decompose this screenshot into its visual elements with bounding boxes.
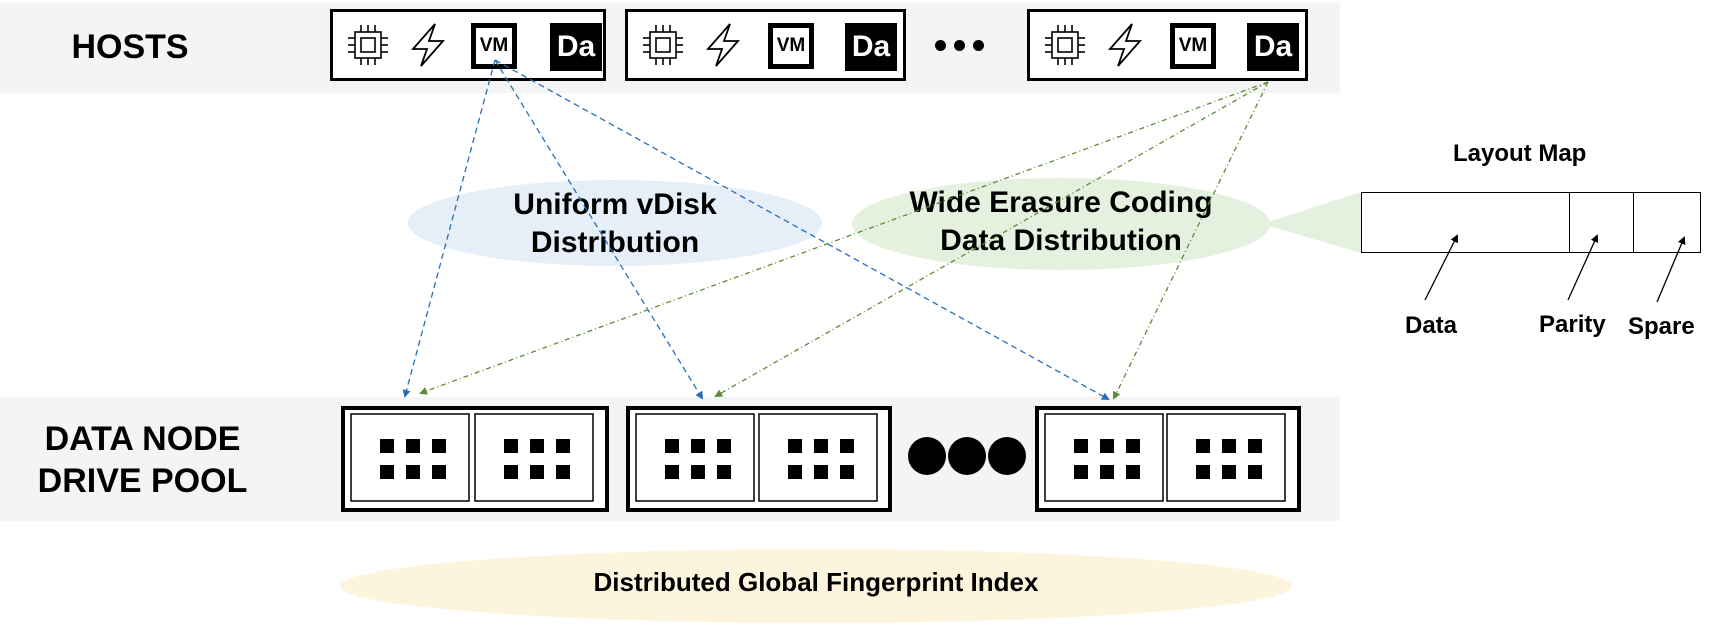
drive-block [1222, 465, 1236, 479]
drive-icon [1166, 413, 1286, 502]
drive-block [432, 465, 446, 479]
drive-block [717, 465, 731, 479]
drive-block [504, 465, 518, 479]
drive-block [691, 465, 705, 479]
fingerprint-index-label: Distributed Global Fingerprint Index [593, 567, 1039, 597]
drive-icon [350, 413, 470, 502]
data-icon: Da [1247, 23, 1299, 71]
uniform-vdisk-ellipse [408, 180, 822, 266]
drive-block [1100, 439, 1114, 453]
drive-icon [758, 413, 878, 502]
drive-block [691, 439, 705, 453]
ellipsis-icon [935, 40, 990, 52]
vdisk-arrow-3 [494, 59, 1110, 400]
drive-pool-label-line1: DATA NODE [44, 420, 241, 458]
data-pointer-arrow [1424, 234, 1458, 301]
uniform-vdisk-line1: Uniform vDisk [513, 188, 717, 221]
spare-pointer-arrow [1656, 236, 1686, 303]
drive-block [1074, 465, 1088, 479]
drive-icon [474, 413, 594, 502]
layout-map-spare-cell [1633, 192, 1701, 253]
drive-block [1126, 465, 1140, 479]
drive-block [406, 439, 420, 453]
drive-block [840, 465, 854, 479]
drive-pool-label-line2: DRIVE POOL [37, 462, 248, 500]
ec-arrow-1 [419, 81, 1269, 395]
node-ellipsis-icon [908, 437, 1028, 477]
drive-block [406, 465, 420, 479]
drive-block [717, 439, 731, 453]
cpu-icon [1045, 25, 1085, 65]
drive-block [1100, 465, 1114, 479]
data-icon: Da [550, 23, 602, 71]
drive-block [814, 465, 828, 479]
lightning-icon [706, 23, 740, 67]
ec-arrow-3 [1113, 81, 1269, 400]
layout-map-title: Layout Map [1453, 140, 1587, 167]
layout-map-callout [1262, 192, 1361, 253]
drive-block [1222, 439, 1236, 453]
vm-icon: VM [768, 23, 814, 69]
host-box-3: VM Da [1027, 9, 1308, 81]
ec-arrow-2 [714, 81, 1269, 397]
wide-ec-ellipse [852, 178, 1270, 270]
drive-block [665, 439, 679, 453]
drive-block [1126, 439, 1140, 453]
drive-block [788, 439, 802, 453]
vdisk-arrow-1 [402, 59, 496, 398]
layout-map-parity-cell [1569, 192, 1635, 253]
layout-map-data-label: Data [1405, 312, 1458, 339]
drive-block [788, 465, 802, 479]
wide-ec-line2: Data Distribution [940, 224, 1182, 257]
parity-pointer-arrow [1567, 234, 1599, 301]
uniform-vdisk-label: Uniform vDisk Distribution [440, 186, 790, 262]
uniform-vdisk-line2: Distribution [530, 226, 700, 259]
host-box-2: VM Da [625, 9, 906, 81]
hosts-label: HOSTS [71, 28, 189, 66]
cpu-icon [643, 25, 683, 65]
layout-map-spare-label: Spare [1628, 313, 1695, 340]
drive-block [504, 439, 518, 453]
data-icon: Da [845, 23, 897, 71]
cpu-icon [348, 25, 388, 65]
drive-block [665, 465, 679, 479]
layout-map-parity-label: Parity [1539, 311, 1606, 338]
drive-icon [635, 413, 755, 502]
drive-block [556, 439, 570, 453]
drive-block [1248, 465, 1262, 479]
drive-block [530, 465, 544, 479]
drive-block [556, 465, 570, 479]
drive-block [432, 439, 446, 453]
wide-ec-label: Wide Erasure Coding Data Distribution [866, 184, 1256, 260]
drive-block [1196, 465, 1210, 479]
drive-block [1248, 439, 1262, 453]
layout-map-data-cell [1361, 192, 1571, 253]
lightning-icon [411, 23, 445, 67]
drive-block [1196, 439, 1210, 453]
drive-block [840, 439, 854, 453]
vdisk-arrow-2 [494, 59, 704, 400]
vm-icon: VM [1170, 23, 1216, 69]
drive-block [1074, 439, 1088, 453]
drive-block [380, 439, 394, 453]
drive-icon [1044, 413, 1164, 502]
wide-ec-line1: Wide Erasure Coding [909, 186, 1213, 219]
lightning-icon [1108, 23, 1142, 67]
drive-block [380, 465, 394, 479]
drive-pool-label: DATA NODE DRIVE POOL [20, 418, 265, 502]
host-box-1: VM Da [330, 9, 606, 81]
drive-block [814, 439, 828, 453]
drive-block [530, 439, 544, 453]
fingerprint-index-ellipse [340, 549, 1292, 623]
